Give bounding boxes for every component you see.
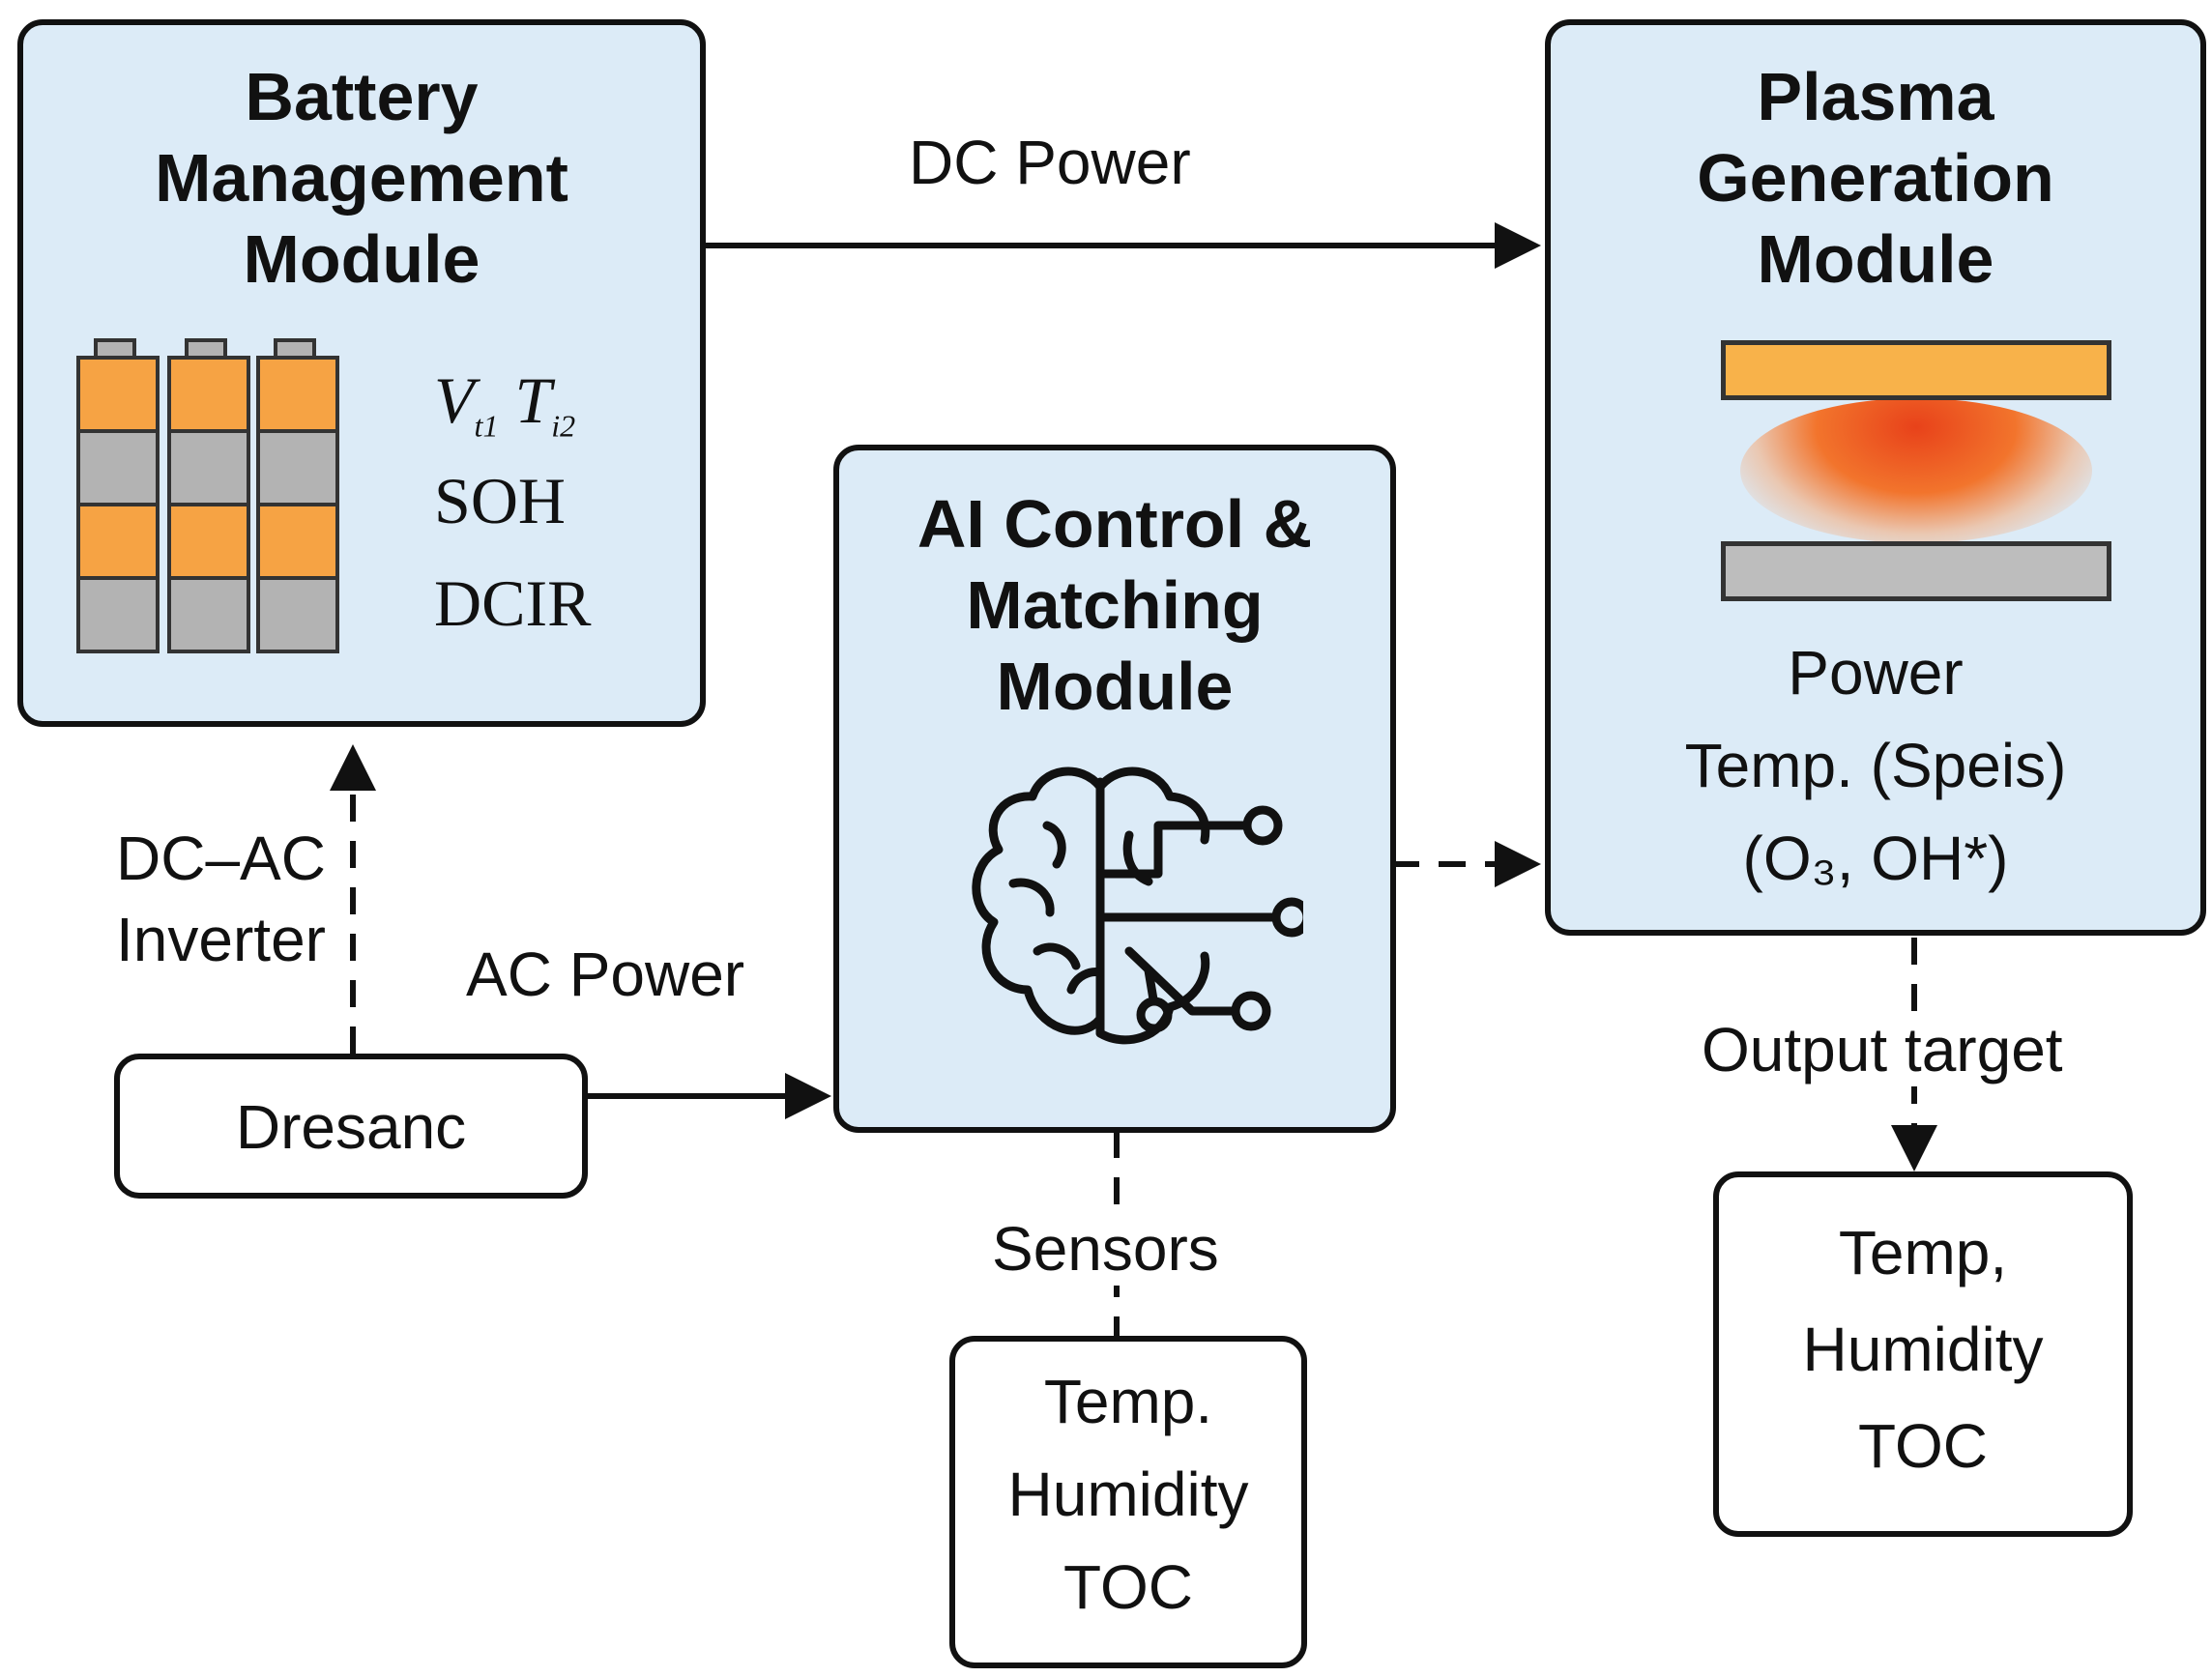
- plasma-module-title: Plasma Generation Module: [1697, 59, 2054, 297]
- inverter-label-line2: Inverter: [116, 905, 326, 974]
- sensors-label: Sensors: [984, 1212, 1227, 1286]
- output-target-box: Temp, Humidity TOC: [1713, 1171, 2133, 1537]
- source-label: Dresanc: [235, 1092, 467, 1162]
- plasma-species-label: (O₃, OH*): [1742, 824, 2009, 893]
- output-humidity-label: Humidity: [1802, 1315, 2044, 1384]
- sensor-temp-label: Temp.: [1043, 1367, 1213, 1436]
- plasma-power-label: Power: [1788, 638, 1964, 708]
- voltage-temperature-label: Vt1 Ti2: [434, 363, 576, 444]
- inverter-label-line1: DC–AC: [116, 824, 326, 893]
- sensor-readings-box: Temp. Humidity TOC: [949, 1336, 1307, 1668]
- plasma-temp-species-label: Temp. (Speis): [1684, 731, 2067, 800]
- output-temp-label: Temp,: [1838, 1218, 2008, 1287]
- plasma-generation-module: Plasma Generation Module Power Temp. (Sp…: [1545, 19, 2206, 936]
- ac-power-label: AC Power: [466, 940, 745, 1009]
- brain-circuit-icon: [972, 766, 1303, 1045]
- source-box: Dresanc: [114, 1054, 588, 1199]
- sensor-humidity-label: Humidity: [1007, 1460, 1249, 1529]
- battery-icon: [76, 338, 366, 657]
- soh-label: SOH: [434, 464, 567, 537]
- plasma-electrode-icon: [1721, 340, 2111, 601]
- dcir-label: DCIR: [434, 566, 592, 640]
- output-toc-label: TOC: [1858, 1411, 1988, 1481]
- battery-module-title: Battery Management Module: [155, 59, 568, 297]
- sensor-toc-label: TOC: [1063, 1552, 1193, 1622]
- ai-control-matching-module: AI Control & Matching Module: [833, 445, 1396, 1133]
- ai-module-title: AI Control & Matching Module: [917, 486, 1313, 724]
- output-target-label: Output target: [1694, 1013, 2071, 1086]
- battery-management-module: Battery Management Module Vt1 Ti2 SOH DC…: [17, 19, 706, 727]
- dc-power-label: DC Power: [909, 128, 1191, 197]
